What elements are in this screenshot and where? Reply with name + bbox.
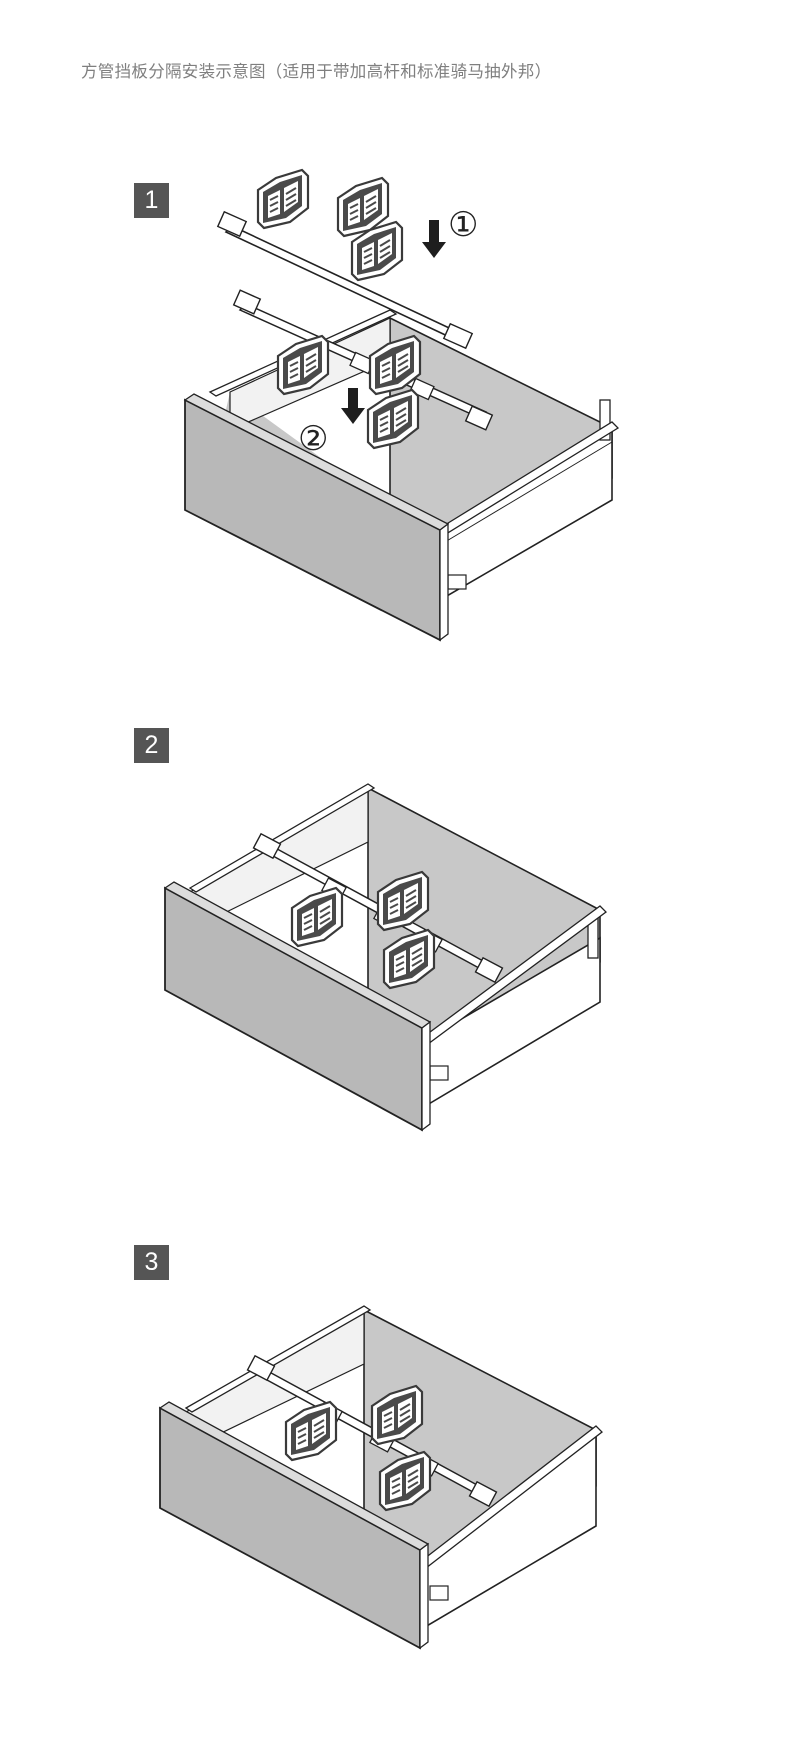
step-3-diagram xyxy=(158,1305,603,1650)
step-3-badge: 3 xyxy=(134,1245,169,1280)
partition-plate-icon xyxy=(256,168,310,230)
divider-rod-upper xyxy=(216,210,474,350)
drawer-2 xyxy=(163,783,607,1132)
down-arrow-icon xyxy=(341,388,365,424)
marker-2: ② xyxy=(298,420,328,458)
partition-plate-icon xyxy=(284,1400,338,1462)
down-arrow-icon xyxy=(422,220,446,258)
step-2-badge: 2 xyxy=(134,728,169,763)
drawer-1 xyxy=(183,309,620,642)
step-1-diagram: ① ② xyxy=(183,168,620,642)
step-2-diagram xyxy=(163,783,607,1132)
marker-1: ① xyxy=(448,206,478,244)
page-title: 方管挡板分隔安装示意图（适用于带加高杆和标准骑马抽外邦） xyxy=(81,62,552,81)
step-1-badge: 1 xyxy=(134,183,169,218)
partition-plate-icon xyxy=(290,886,344,948)
